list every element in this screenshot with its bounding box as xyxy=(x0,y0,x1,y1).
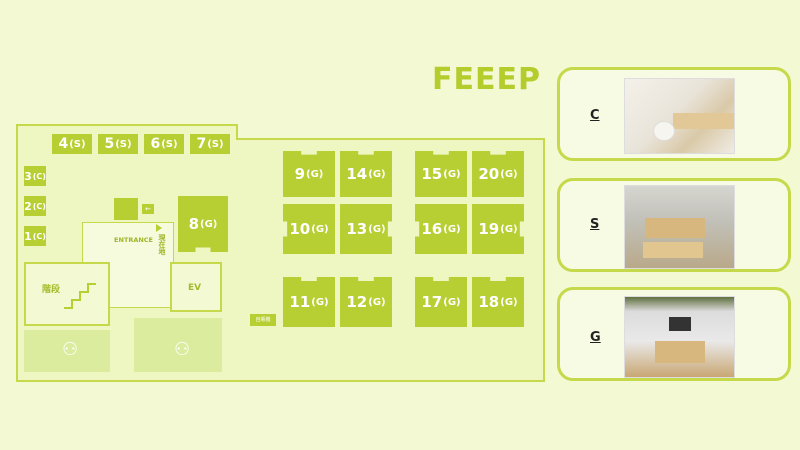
seat-3[interactable]: 3(C) xyxy=(22,164,48,188)
seat-number: 4 xyxy=(58,136,69,152)
booth-number: 9 xyxy=(294,165,306,183)
card-s[interactable]: S xyxy=(557,178,791,272)
seat-5[interactable]: 5(S) xyxy=(96,132,140,156)
booth-type: (G) xyxy=(368,223,386,235)
stairs-icon xyxy=(64,283,96,309)
booth-type: (G) xyxy=(500,223,518,235)
photo-c-chair xyxy=(653,121,675,141)
seat-number: 1 xyxy=(24,229,32,243)
current-location-label: 現在地 xyxy=(158,234,166,255)
booth-20[interactable]: 20(G) xyxy=(472,151,524,197)
photo-s-bench xyxy=(643,242,703,258)
card-letter: S xyxy=(590,217,600,232)
booth-18[interactable]: 18(G) xyxy=(472,277,524,327)
booth-type: (G) xyxy=(311,223,329,235)
booth-type: (G) xyxy=(443,168,461,180)
booth-number: 13 xyxy=(346,220,368,238)
restroom-left xyxy=(24,330,110,372)
seat-type: (S) xyxy=(115,138,132,150)
photo-g-screen xyxy=(669,317,691,331)
booth-number: 18 xyxy=(478,293,500,311)
seat-type: (S) xyxy=(161,138,178,150)
photo-g xyxy=(624,296,735,378)
booth-type: (G) xyxy=(311,296,329,308)
booth-number: 19 xyxy=(478,220,500,238)
seat-type: (C) xyxy=(32,231,46,241)
seat-2[interactable]: 2(C) xyxy=(22,194,48,218)
vending-label: 自販機 xyxy=(250,314,276,326)
photo-c xyxy=(624,78,735,154)
booth-10[interactable]: 10(G) xyxy=(283,204,335,254)
logo-text: FEEEP xyxy=(432,62,541,97)
booth-number: 17 xyxy=(421,293,443,311)
photo-s xyxy=(624,185,735,269)
photo-g-table xyxy=(655,341,705,363)
booth-19[interactable]: 19(G) xyxy=(472,204,524,254)
photo-s-table xyxy=(645,218,705,238)
entrance-door xyxy=(114,198,138,220)
card-letter: G xyxy=(590,330,601,345)
booth-number: 14 xyxy=(346,165,368,183)
ev-label: EV xyxy=(188,283,202,293)
booth-9[interactable]: 9(G) xyxy=(283,151,335,197)
card-letter: C xyxy=(590,108,600,123)
elevator-room xyxy=(170,262,222,312)
booth-17[interactable]: 17(G) xyxy=(415,277,467,327)
brand-logo: FEEEP xyxy=(432,62,542,102)
booth-number: 16 xyxy=(421,220,443,238)
booth-15[interactable]: 15(G) xyxy=(415,151,467,197)
card-c[interactable]: C xyxy=(557,67,791,161)
booth-type: (G) xyxy=(306,168,324,180)
person-icon: ⚇ xyxy=(174,339,191,360)
booth-type: (G) xyxy=(500,296,518,308)
booth-type: (G) xyxy=(500,168,518,180)
booth-14[interactable]: 14(G) xyxy=(340,151,392,197)
seat-number: 7 xyxy=(196,136,207,152)
location-marker-icon xyxy=(156,224,162,232)
seat-number: 6 xyxy=(150,136,161,152)
booth-number: 12 xyxy=(346,293,368,311)
seat-type: (S) xyxy=(69,138,86,150)
person-icon: ⚇ xyxy=(62,339,79,360)
vending-text: 自販機 xyxy=(255,317,271,323)
stairs-label: 階段 xyxy=(42,285,61,295)
seat-type: (S) xyxy=(207,138,224,150)
seat-number: 3 xyxy=(24,169,32,183)
floor-notch xyxy=(236,124,545,140)
seat-number: 5 xyxy=(104,136,115,152)
seat-type: (C) xyxy=(32,171,46,181)
entrance-label: ENTRANCE xyxy=(114,236,153,244)
seat-7[interactable]: 7(S) xyxy=(188,132,232,156)
booth-type: (G) xyxy=(368,296,386,308)
card-g[interactable]: G xyxy=(557,287,791,381)
booth-number: 8 xyxy=(188,215,200,233)
booth-number: 10 xyxy=(289,220,311,238)
exit-icon: ← xyxy=(142,204,154,214)
booth-16[interactable]: 16(G) xyxy=(415,204,467,254)
booth-type: (G) xyxy=(368,168,386,180)
booth-number: 20 xyxy=(478,165,500,183)
seat-type: (C) xyxy=(32,201,46,211)
booth-type: (G) xyxy=(443,223,461,235)
booth-type: (G) xyxy=(200,218,218,230)
booth-12[interactable]: 12(G) xyxy=(340,277,392,327)
stairs-room xyxy=(24,262,110,326)
booth-8[interactable]: 8(G) xyxy=(178,196,228,252)
seat-6[interactable]: 6(S) xyxy=(142,132,186,156)
booth-type: (G) xyxy=(443,296,461,308)
restroom-right xyxy=(134,318,222,372)
booth-number: 11 xyxy=(289,293,311,311)
seat-number: 2 xyxy=(24,199,32,213)
seat-4[interactable]: 4(S) xyxy=(50,132,94,156)
seat-1[interactable]: 1(C) xyxy=(22,224,48,248)
booth-11[interactable]: 11(G) xyxy=(283,277,335,327)
booth-13[interactable]: 13(G) xyxy=(340,204,392,254)
booth-number: 15 xyxy=(421,165,443,183)
photo-c-counter xyxy=(673,113,734,129)
